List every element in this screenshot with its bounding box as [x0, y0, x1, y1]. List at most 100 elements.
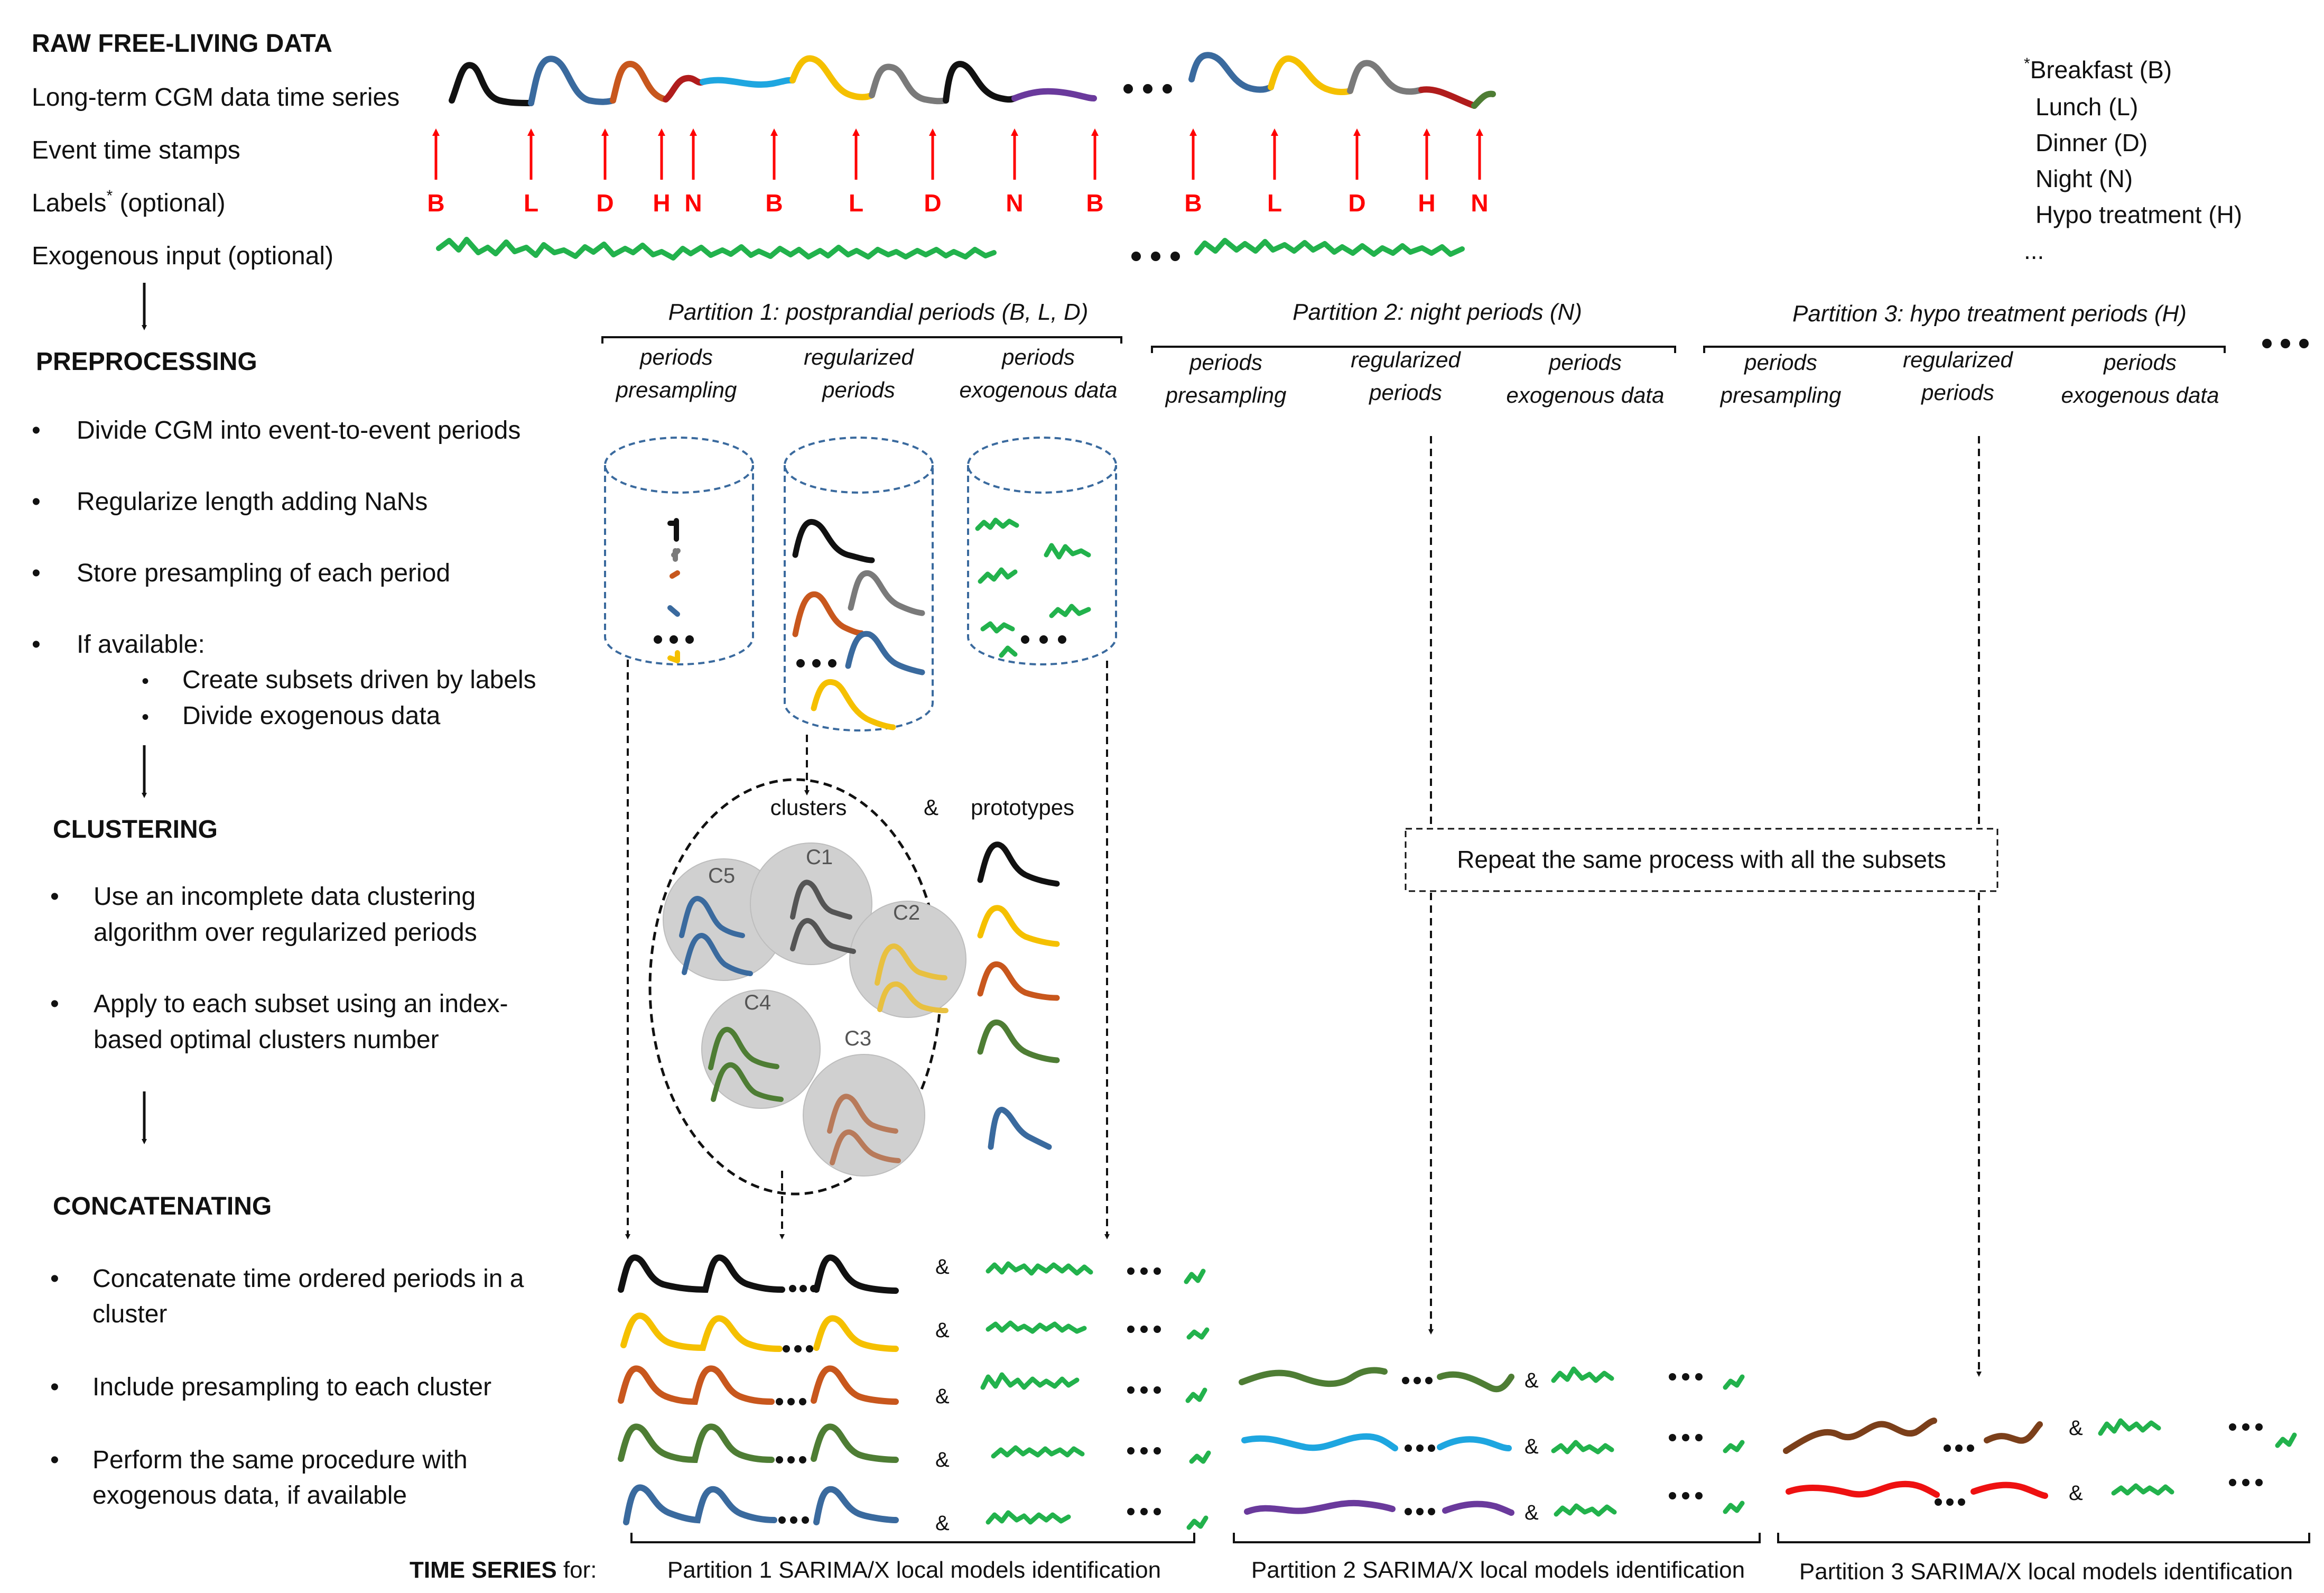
- regularized-ellipsis: [796, 659, 836, 668]
- raw-section-title: RAW FREE-LIVING DATA: [32, 30, 332, 58]
- partition-1-concatenated: [618, 1254, 899, 1525]
- pre-sub-bullet-2: Divide exogenous data: [182, 702, 441, 730]
- label-legend: *Breakfast (B) Lunch (L) Dinner (D) Nigh…: [2024, 55, 2242, 264]
- cluster-names: C5 C1 C2 C4 C3: [708, 846, 920, 1050]
- labels-text: Labels: [32, 189, 106, 217]
- svg-text:•: •: [142, 706, 149, 729]
- svg-text:periods: periods: [639, 345, 713, 369]
- legend-hypo: Hypo treatment (H): [2035, 201, 2242, 228]
- svg-text:•: •: [50, 1446, 59, 1474]
- svg-text:C2: C2: [893, 901, 920, 924]
- clusters-label: clusters: [770, 795, 847, 820]
- exogenous-fragments: [975, 517, 1091, 658]
- svg-text:•: •: [50, 1373, 59, 1401]
- legend-dinner: Dinner (D): [2035, 129, 2148, 156]
- svg-text:C3: C3: [844, 1027, 871, 1050]
- svg-text:&: &: [2069, 1416, 2083, 1440]
- cluster-member-curves: [679, 879, 949, 1165]
- partition-1-ellipses: [776, 1285, 817, 1524]
- con-bullet-3b: exogenous data, if available: [92, 1481, 407, 1509]
- svg-text:&: &: [935, 1512, 950, 1535]
- svg-text:D: D: [924, 189, 941, 217]
- cylinder-presampling: [604, 437, 754, 665]
- raw-row-cgm: Long-term CGM data time series: [32, 84, 399, 112]
- pre-bullet-1: Divide CGM into event-to-event periods: [77, 416, 520, 444]
- svg-text:presampling: presampling: [1165, 383, 1287, 407]
- svg-text:•: •: [50, 1265, 59, 1293]
- output-brackets: [630, 1533, 2310, 1543]
- partition-1-exo-ellipses: [1127, 1267, 1161, 1515]
- svg-text:N: N: [684, 189, 702, 217]
- svg-text:•: •: [50, 883, 59, 911]
- cylinder-exogenous: [967, 437, 1117, 665]
- partition-2-amps: & & &: [1524, 1369, 1539, 1524]
- concatenating-title: CONCATENATING: [53, 1192, 272, 1220]
- svg-text:presampling: presampling: [1719, 383, 1842, 407]
- svg-text:•: •: [142, 670, 149, 693]
- event-timestamp-arrows: [432, 128, 1483, 180]
- svg-text:periods: periods: [1548, 350, 1622, 375]
- svg-text:B: B: [765, 189, 783, 217]
- prototypes-label: prototypes: [971, 795, 1074, 820]
- svg-text:&: &: [935, 1319, 950, 1342]
- svg-text:H: H: [1418, 189, 1435, 217]
- event-labels: B L D H N B L D N B B L D H N: [427, 189, 1488, 217]
- svg-text:periods: periods: [821, 377, 895, 402]
- partition-3-header: Partition 3: hypo treatment periods (H) …: [1703, 301, 2226, 407]
- svg-text:periods: periods: [1368, 380, 1442, 405]
- cylinder-regularized: [784, 437, 934, 731]
- presampling-ellipsis: [654, 635, 694, 644]
- partition-1-header: Partition 1: postprandial periods (B, L,…: [601, 299, 1122, 402]
- svg-text:periods: periods: [1188, 350, 1262, 375]
- svg-text:L: L: [524, 189, 538, 217]
- svg-text:•: •: [32, 631, 41, 659]
- svg-text:presampling: presampling: [615, 377, 737, 402]
- svg-text:B: B: [427, 189, 444, 217]
- svg-text:C4: C4: [744, 991, 771, 1014]
- preprocessing-bullets: • Divide CGM into event-to-event periods…: [32, 416, 536, 730]
- concatenating-bullets: • Concatenate time ordered periods in a …: [50, 1265, 524, 1509]
- prototype-curves: [977, 841, 1060, 1150]
- repeat-process-text: Repeat the same process with all the sub…: [1457, 846, 1946, 873]
- clusters-amp: &: [924, 795, 938, 820]
- svg-text:L: L: [1267, 189, 1282, 217]
- legend-breakfast: Breakfast (B): [2030, 56, 2172, 84]
- svg-text:periods: periods: [1920, 380, 1994, 405]
- clu-bullet-2a: Apply to each subset using an index-: [94, 990, 508, 1018]
- regularized-periods-curves: [792, 519, 925, 730]
- con-bullet-1b: cluster: [92, 1300, 167, 1328]
- svg-text:exogenous data: exogenous data: [1507, 383, 1665, 407]
- partition-2-exogenous: [1551, 1366, 1745, 1517]
- partition-2-output: Partition 2 SARIMA/X local models identi…: [1251, 1557, 1745, 1583]
- pre-bullet-2: Regularize length adding NaNs: [77, 488, 427, 516]
- cluster-c1: [750, 842, 872, 965]
- svg-text:C5: C5: [708, 864, 735, 887]
- svg-text:*Breakfast (B): *Breakfast (B): [2024, 55, 2172, 84]
- clustering-title: CLUSTERING: [53, 816, 218, 844]
- svg-text:exogenous data: exogenous data: [2061, 383, 2219, 407]
- partition-1-output: Partition 1 SARIMA/X local models identi…: [667, 1557, 1161, 1583]
- svg-text:&: &: [1524, 1435, 1539, 1458]
- partition-2-exo-ellipses: [1669, 1373, 1703, 1499]
- legend-lunch: Lunch (L): [2035, 93, 2138, 121]
- cgm-time-series: [449, 52, 1496, 109]
- legend-night: Night (N): [2035, 165, 2133, 192]
- svg-text:&: &: [935, 1448, 950, 1471]
- raw-row-exogenous: Exogenous input (optional): [32, 242, 333, 270]
- more-partitions-ellipsis: [2262, 339, 2309, 348]
- svg-text:regularized: regularized: [804, 345, 914, 369]
- partition-1-amps: & & & & &: [935, 1255, 950, 1535]
- con-bullet-1a: Concatenate time ordered periods in a: [92, 1265, 524, 1293]
- time-series-label: TIME SERIES for:: [410, 1557, 597, 1583]
- time-series-bold: TIME SERIES: [410, 1557, 557, 1583]
- partition-3-exo-ellipses: [2229, 1423, 2263, 1486]
- con-bullet-3a: Perform the same procedure with: [92, 1446, 468, 1474]
- svg-text:regularized: regularized: [1903, 347, 2013, 372]
- svg-text:&: &: [935, 1255, 950, 1279]
- repeat-process-box: [1405, 828, 1998, 892]
- presampling-fragments: [667, 518, 681, 663]
- svg-text:•: •: [32, 559, 41, 587]
- svg-text:N: N: [1471, 189, 1488, 217]
- partition-3-ellipses: [1935, 1444, 1974, 1506]
- top-ellipsis: [1123, 84, 1172, 94]
